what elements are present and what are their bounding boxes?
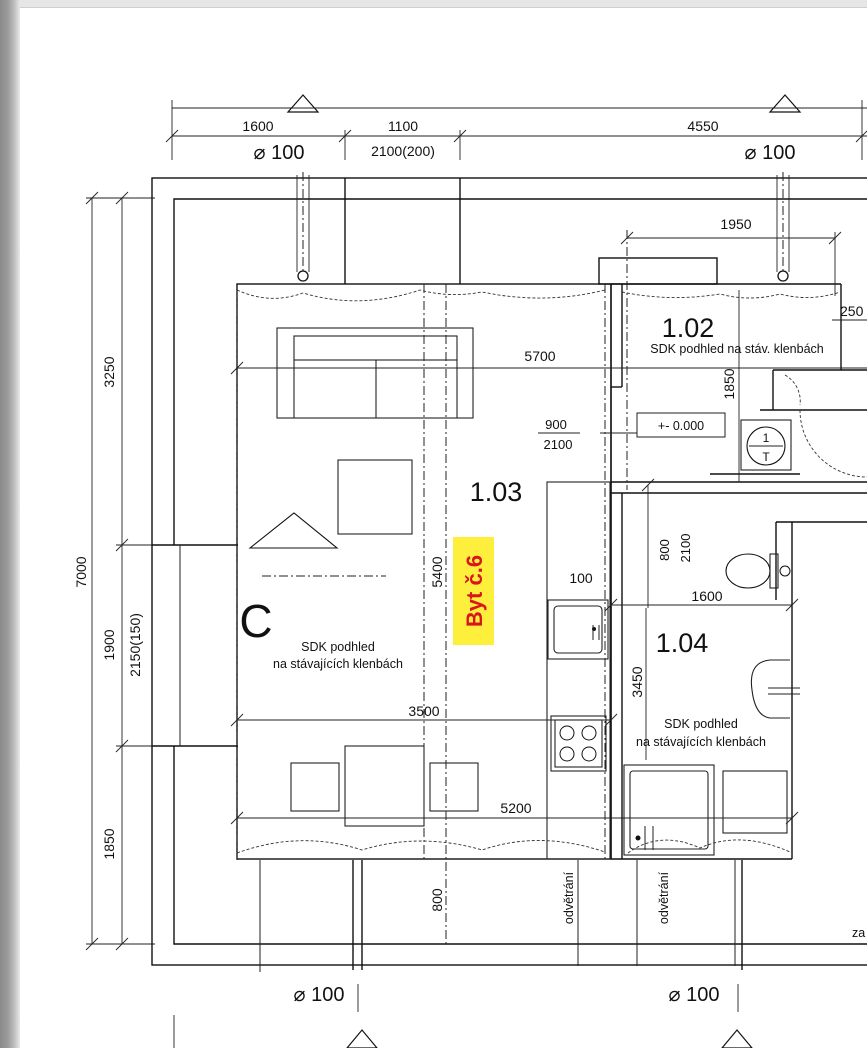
pipe-label-top-left: ⌀ 100	[254, 142, 305, 164]
heater-symbol	[746, 426, 786, 466]
axis-triangle-bottom-left	[346, 1029, 378, 1048]
axis-lines	[236, 172, 784, 944]
room-dimensions: 1950 250 5700 1850 900 2100 800 2100 540…	[230, 216, 867, 912]
dim-door-2100-200: 2100(200)	[371, 143, 435, 159]
edge-label-za: za	[852, 926, 865, 940]
axis-triangle-top-right	[768, 94, 802, 113]
level-mark: +- 0.000	[658, 419, 704, 433]
pipe-label-top-right: ⌀ 100	[745, 142, 796, 164]
dim-top-1100: 1100	[388, 118, 418, 134]
pipe-circle-top-left	[297, 270, 309, 282]
room-number-1-04: 1.04	[656, 628, 709, 658]
left-dimensions: 3250 7000 1900 2150(150) 1850	[73, 191, 155, 951]
pipes	[259, 175, 790, 972]
dim-250: 250	[840, 303, 864, 319]
dim-5700: 5700	[524, 348, 555, 364]
dim-1950: 1950	[720, 216, 751, 232]
chair-right	[429, 762, 479, 812]
viewer-top-edge	[0, 0, 867, 8]
axis-triangle-top-left	[286, 94, 320, 113]
room-1-03-furniture	[248, 327, 611, 860]
apartment-label-highlight	[453, 537, 494, 645]
apartment-label-text: Byt č.6	[462, 555, 487, 627]
dim-1850-room: 1850	[721, 368, 737, 399]
room-note-1-03-line2: na stávajících klenbách	[273, 657, 403, 671]
shower-tray	[623, 764, 715, 856]
room-note-1-03-line1: SDK podhled	[301, 640, 375, 654]
cooktop	[550, 715, 607, 772]
dim-left-7000: 7000	[73, 556, 89, 587]
chair-left	[290, 762, 340, 812]
dim-left-2150-150: 2150(150)	[127, 613, 143, 677]
coffee-table	[337, 459, 413, 535]
bottom-annotations: ⌀ 100 ⌀ 100	[173, 984, 753, 1048]
room-number-1-02: 1.02	[662, 313, 715, 343]
dim-left-1850: 1850	[101, 828, 117, 859]
dining-table	[344, 745, 425, 827]
room-1-04-fixtures	[623, 553, 800, 856]
dim-door-900: 900	[545, 417, 567, 432]
pipe-label-bottom-left: ⌀ 100	[294, 984, 345, 1006]
pipe-label-bottom-right: ⌀ 100	[669, 984, 720, 1006]
dim-1600: 1600	[691, 588, 722, 604]
room-note-1-04-line2: na stávajících klenbách	[636, 735, 766, 749]
sofa	[276, 327, 474, 419]
dim-5200: 5200	[500, 800, 531, 816]
kitchen-sink	[547, 599, 609, 660]
dim-3450: 3450	[629, 666, 645, 697]
dim-door-2100: 2100	[544, 437, 573, 452]
dim-100: 100	[569, 570, 593, 586]
tv-symbol	[248, 512, 339, 549]
dim-left-3250: 3250	[101, 356, 117, 387]
room-number-1-03: 1.03	[470, 477, 523, 507]
section-mark-c: C	[239, 595, 272, 647]
dim-top-4550: 4550	[687, 118, 718, 134]
room-1-02-fixtures: 1 T +- 0.000	[600, 412, 792, 471]
dim-800-bottom: 800	[429, 888, 445, 912]
washing-machine	[722, 770, 788, 834]
wc-symbol-bottom: T	[762, 450, 770, 464]
top-dimensions: 1600 1100 4550 2100(200) ⌀ 100 ⌀ 100	[165, 94, 867, 164]
washbasin	[750, 659, 790, 719]
room-note-1-02: SDK podhled na stáv. klenbách	[650, 342, 824, 356]
kitchen-counter	[546, 481, 611, 860]
dim-800-door: 800	[657, 539, 672, 561]
axis-triangle-bottom-right	[721, 1029, 753, 1048]
apartment-label: Byt č.6	[453, 537, 494, 645]
vault-arcs	[236, 289, 841, 854]
toilet	[725, 553, 771, 589]
room-labels: 1.02 SDK podhled na stáv. klenbách 1.03 …	[239, 313, 823, 749]
level-mark-box	[636, 412, 726, 438]
vent-label-right: odvětrání	[657, 871, 671, 924]
pipe-circle-top-right	[777, 270, 789, 282]
room-note-1-04-line1: SDK podhled	[664, 717, 738, 731]
dim-left-1900: 1900	[101, 629, 117, 660]
dim-3500: 3500	[408, 703, 439, 719]
dim-5400: 5400	[429, 556, 445, 587]
vent-label-left: odvětrání	[562, 871, 576, 924]
wc-symbol-top: 1	[763, 431, 770, 445]
dim-2100-door: 2100	[678, 534, 693, 563]
viewer-left-shadow	[0, 0, 20, 1048]
dim-top-1600: 1600	[242, 118, 273, 134]
